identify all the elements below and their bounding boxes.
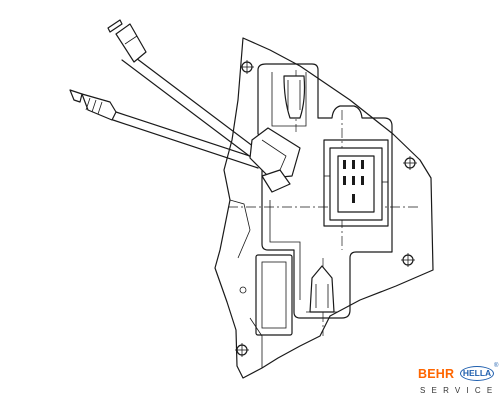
- mounting-hole-lower-right: [401, 253, 415, 267]
- lower-terminal-blade: [306, 265, 338, 313]
- mounting-hole-bottom: [235, 343, 249, 357]
- behr-wordmark: BEHR: [418, 367, 455, 381]
- behr-hella-service-logo: BEHR HELLA ® SERVICE: [418, 363, 499, 398]
- wire-lower: [69, 89, 263, 169]
- housing-outline: [214, 37, 434, 379]
- upper-terminal-blade: [283, 75, 306, 119]
- mounting-hole-top: [240, 60, 254, 74]
- mounting-hole-right: [403, 156, 417, 170]
- hella-oval-logo: HELLA: [460, 366, 494, 381]
- service-wordmark: SERVICE: [420, 386, 499, 395]
- registered-mark: ®: [494, 363, 499, 369]
- wire-upper: [107, 19, 259, 159]
- mounting-hole-small: [239, 286, 247, 294]
- resistor-element: [255, 254, 293, 336]
- connector-socket: [323, 139, 389, 227]
- wire-grommet: [249, 127, 301, 193]
